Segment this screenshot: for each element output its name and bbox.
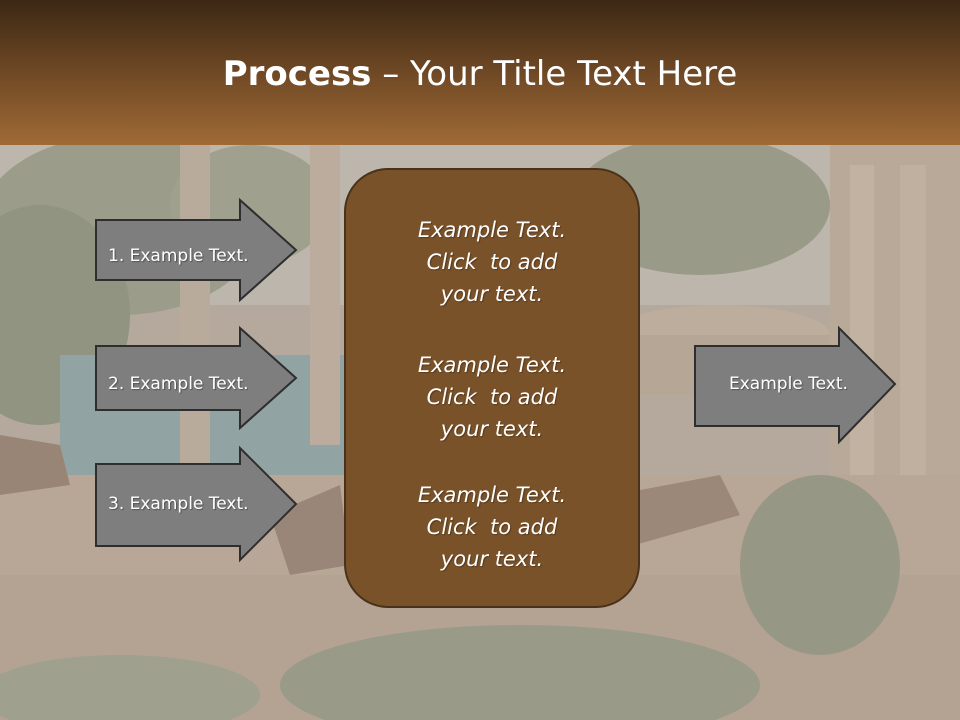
arrow-label: 2. Example Text.: [108, 374, 249, 394]
result-arrow[interactable]: Example Text.: [694, 325, 897, 445]
slide-title[interactable]: Process – Your Title Text Here: [0, 52, 960, 96]
center-paragraph-1: Example Text. Click to add your text.: [417, 218, 567, 306]
center-paragraph-2: Example Text. Click to add your text.: [417, 353, 567, 441]
center-content-box[interactable]: Example Text. Click to add your text. Ex…: [344, 168, 640, 608]
arrow-shape: [95, 325, 298, 431]
center-paragraph-3: Example Text. Click to add your text.: [417, 483, 567, 571]
arrow-shape: [95, 445, 298, 563]
title-bar: Process – Your Title Text Here: [0, 0, 960, 145]
title-rest-text: – Your Title Text Here: [371, 54, 738, 94]
arrow-shape: [694, 325, 897, 445]
arrow-label: 1. Example Text.: [108, 246, 249, 266]
arrow-label: 3. Example Text.: [108, 494, 249, 514]
title-bold-text: Process: [222, 54, 372, 94]
process-arrow-1[interactable]: 1. Example Text.: [95, 197, 298, 303]
process-arrow-3[interactable]: 3. Example Text.: [95, 445, 298, 564]
process-arrow-2[interactable]: 2. Example Text.: [95, 325, 298, 431]
arrow-label: Example Text.: [729, 374, 848, 394]
arrow-shape: [95, 197, 298, 303]
